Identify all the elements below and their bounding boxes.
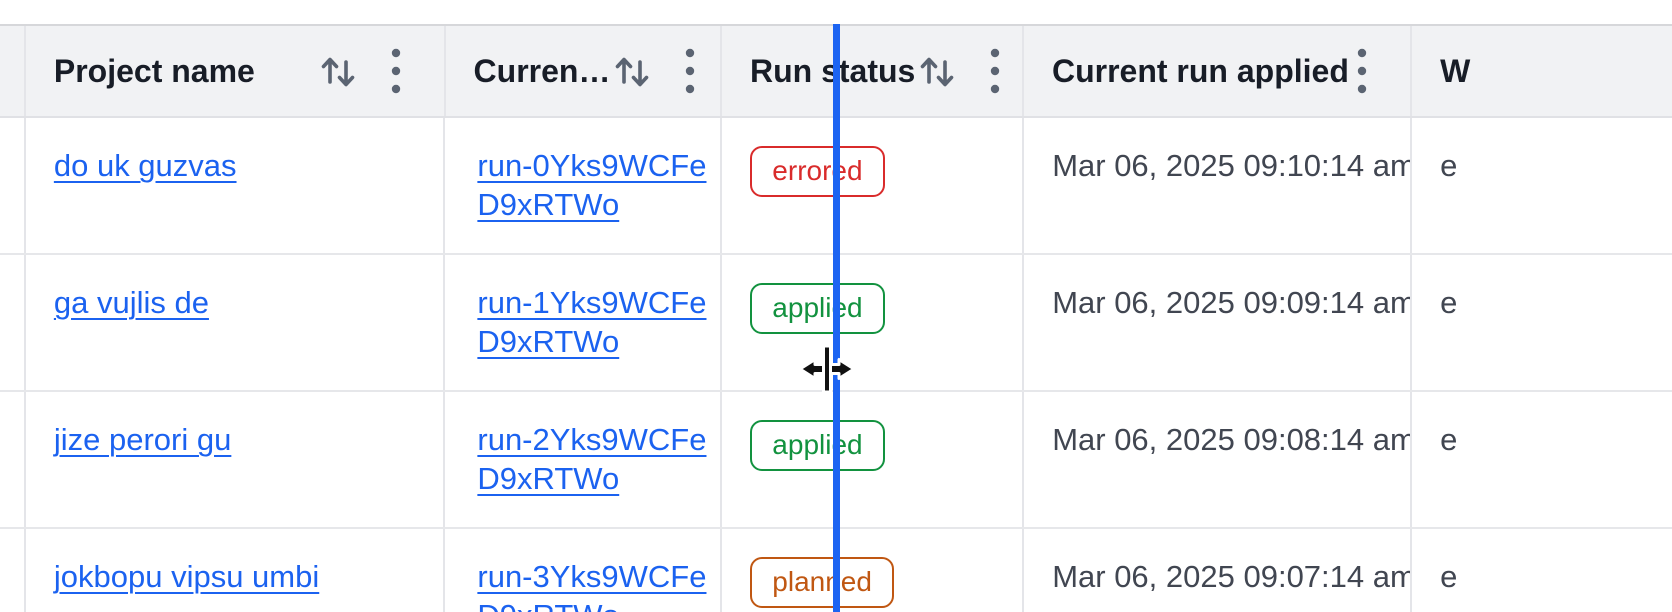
column-label: Project name: [53, 52, 255, 89]
current-run-cell: run-2Yks9WCFeD9xRTWo: [445, 392, 723, 527]
status-badge: applied: [750, 283, 885, 334]
applied-date: Mar 06, 2025 09:10:14 am: [1052, 148, 1413, 183]
run-status-cell: applied: [722, 392, 1025, 527]
kebab-menu-icon: [686, 48, 695, 94]
stub-cell: [0, 118, 26, 253]
project-link[interactable]: jokbopu vipsu umbi: [53, 559, 320, 594]
run-applied-cell: Mar 06, 2025 09:10:14 am: [1024, 118, 1413, 253]
applied-date: Mar 06, 2025 09:09:14 am: [1052, 285, 1413, 320]
run-applied-cell: Mar 06, 2025 09:07:14 am: [1024, 529, 1413, 612]
column-header-partial[interactable]: W: [1412, 26, 1672, 116]
kebab-menu-icon: [1357, 48, 1367, 94]
status-badge: planned: [750, 557, 894, 608]
sort-arrows-icon: [616, 57, 649, 87]
column-label: Run status: [749, 52, 916, 89]
extra-value: e: [1440, 148, 1458, 183]
applied-date: Mar 06, 2025 09:07:14 am: [1052, 559, 1413, 594]
stub-cell: [0, 529, 26, 612]
column-menu-button[interactable]: [684, 46, 696, 96]
column-menu-button[interactable]: [989, 46, 1001, 96]
column-resize-indicator[interactable]: [833, 24, 840, 612]
current-run-cell: run-0Yks9WCFeD9xRTWo: [445, 118, 723, 253]
run-link[interactable]: run-0Yks9WCFeD9xRTWo: [477, 148, 707, 222]
sort-arrows-icon: [921, 57, 954, 87]
project-link[interactable]: do uk guzvas: [53, 148, 237, 183]
column-label: Current run applied: [1051, 52, 1349, 89]
run-status-cell: errored: [722, 118, 1025, 253]
project-link[interactable]: ga vujlis de: [53, 285, 209, 320]
run-link[interactable]: run-3Yks9WCFeD9xRTWo: [477, 559, 707, 612]
kebab-menu-icon: [991, 48, 1000, 94]
project-name-cell: jokbopu vipsu umbi: [26, 529, 446, 612]
run-link[interactable]: run-2Yks9WCFeD9xRTWo: [477, 422, 707, 496]
stub-cell: [0, 255, 26, 390]
applied-date: Mar 06, 2025 09:08:14 am: [1052, 422, 1413, 457]
current-run-cell: run-3Yks9WCFeD9xRTWo: [445, 529, 723, 612]
column-header-current-run[interactable]: Curren…: [446, 26, 722, 116]
stub-cell: [0, 392, 26, 527]
extra-cell: e: [1412, 118, 1672, 253]
project-link[interactable]: jize perori gu: [53, 422, 232, 457]
column-menu-button[interactable]: [1356, 46, 1368, 96]
column-header-current-run-applied[interactable]: Current run applied: [1024, 26, 1413, 116]
status-badge: errored: [750, 146, 885, 197]
run-link[interactable]: run-1Yks9WCFeD9xRTWo: [477, 285, 707, 359]
extra-cell: e: [1412, 255, 1672, 390]
extra-value: e: [1440, 285, 1458, 320]
table-top-margin: [0, 0, 1672, 24]
sort-button[interactable]: [316, 51, 360, 91]
column-header-project-name[interactable]: Project name: [26, 26, 446, 116]
sort-arrows-icon: [321, 57, 354, 87]
column-label: W: [1440, 52, 1471, 89]
extra-value: e: [1440, 559, 1458, 594]
column-header-run-status[interactable]: Run status: [722, 26, 1024, 116]
project-name-cell: jize perori gu: [26, 392, 446, 527]
column-label: Curren…: [473, 52, 611, 89]
extra-cell: e: [1412, 392, 1672, 527]
run-status-cell: applied: [722, 255, 1025, 390]
status-badge: applied: [750, 420, 885, 471]
current-run-cell: run-1Yks9WCFeD9xRTWo: [445, 255, 723, 390]
extra-value: e: [1440, 422, 1458, 457]
extra-cell: e: [1412, 529, 1672, 612]
column-menu-button[interactable]: [390, 46, 402, 96]
run-status-cell: planned: [722, 529, 1025, 612]
project-name-cell: ga vujlis de: [26, 255, 446, 390]
project-name-cell: do uk guzvas: [26, 118, 446, 253]
sort-button[interactable]: [610, 51, 654, 91]
run-applied-cell: Mar 06, 2025 09:09:14 am: [1024, 255, 1413, 390]
run-applied-cell: Mar 06, 2025 09:08:14 am: [1024, 392, 1413, 527]
sort-button[interactable]: [915, 51, 959, 91]
kebab-menu-icon: [391, 48, 400, 94]
header-stub-cell: [0, 26, 26, 116]
